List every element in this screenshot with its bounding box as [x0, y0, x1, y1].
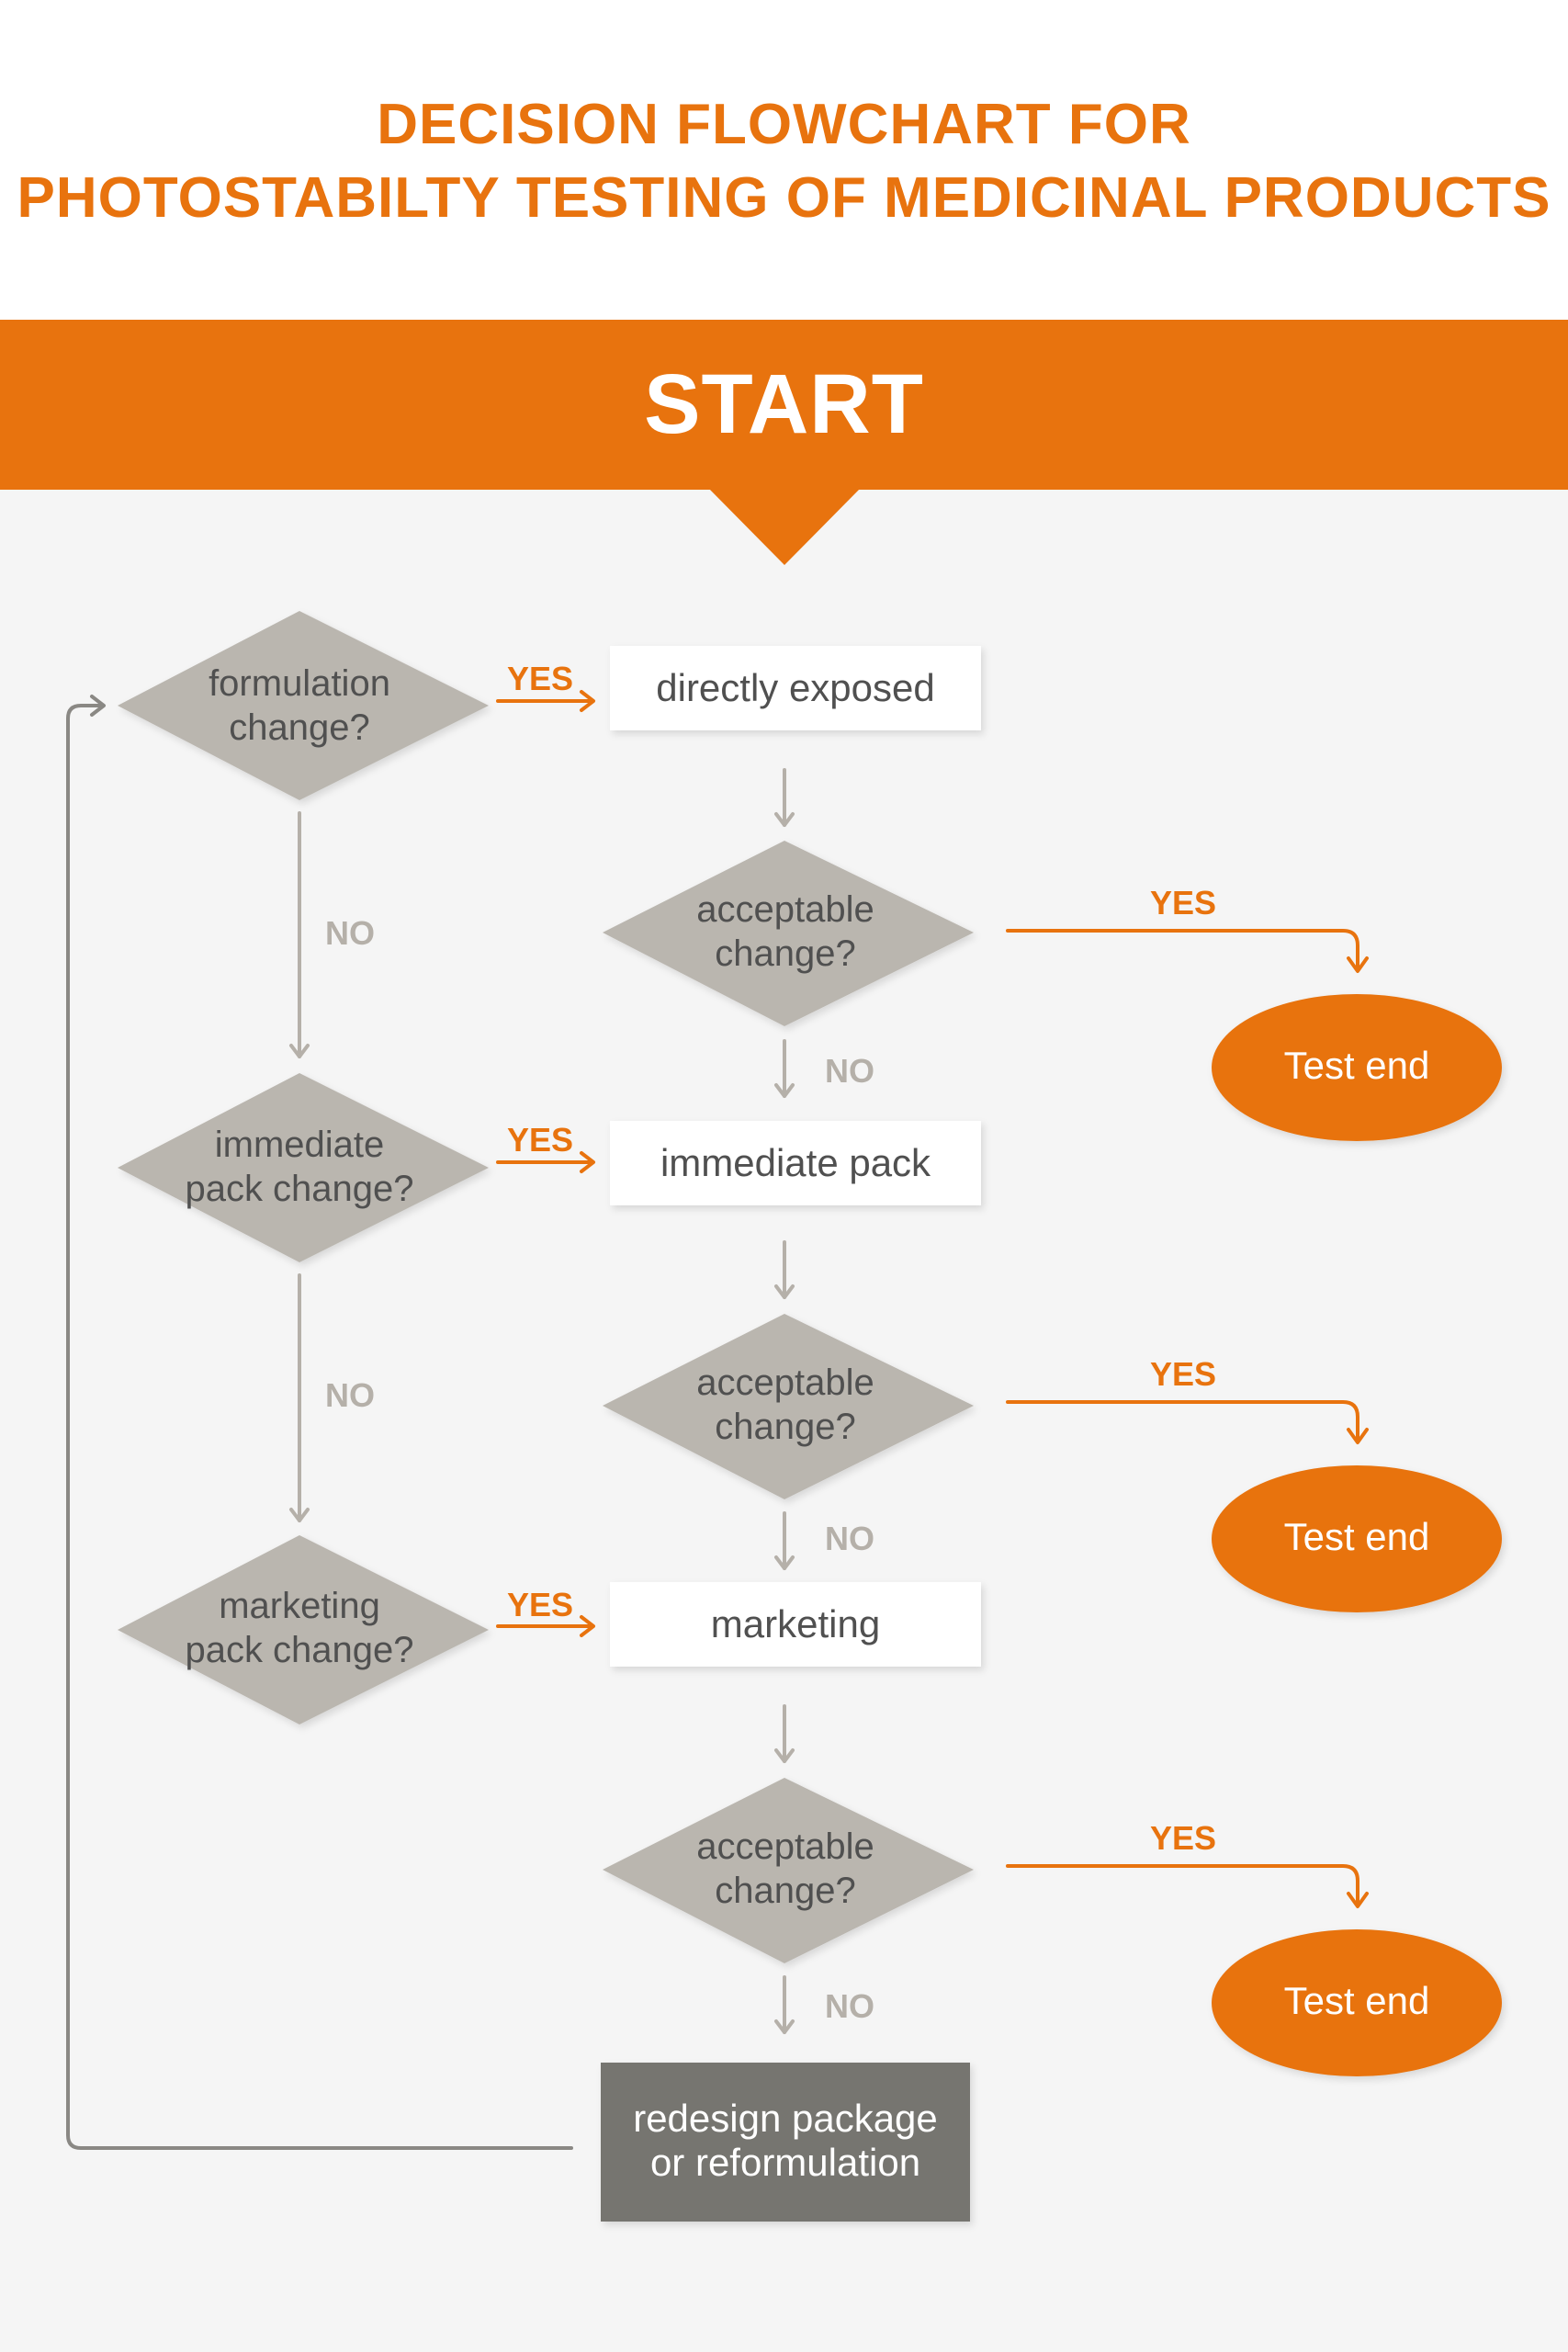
- yes-label-acceptable-2: YES: [1150, 1355, 1217, 1393]
- arrowhead-connector-3: [774, 1748, 795, 1763]
- box-directly-exposed: [610, 646, 981, 730]
- title-line-2: PHOTOSTABILTY TESTING OF MEDICINAL PRODU…: [17, 166, 1551, 230]
- diamond-acceptable-change-3: [603, 1778, 974, 1963]
- label-immediate-line-2: pack change?: [185, 1169, 414, 1209]
- no-label-formulation: NO: [325, 914, 375, 952]
- label-acceptable-change-3: acceptable change?: [652, 1825, 919, 1913]
- label-acceptable-1-line-1: acceptable: [696, 889, 874, 930]
- arrowhead-yes-formulation: [580, 690, 595, 712]
- label-marketing: marketing: [710, 1602, 881, 1645]
- box-redesign: [601, 2063, 970, 2222]
- yes-label-formulation: YES: [507, 660, 574, 697]
- yes-label-acceptable-1: YES: [1150, 884, 1217, 922]
- arrow-yes-acceptable-1: [1006, 929, 1359, 971]
- label-directly-exposed: directly exposed: [656, 666, 935, 709]
- yes-label-acceptable-3: YES: [1150, 1819, 1217, 1857]
- start-pointer: [707, 487, 862, 565]
- arrowhead-yes-marketing: [580, 1615, 595, 1637]
- label-acceptable-change-1: acceptable change?: [652, 888, 919, 976]
- label-acceptable-3-line-1: acceptable: [696, 1826, 874, 1867]
- label-acceptable-3-line-2: change?: [715, 1871, 856, 1911]
- arrowhead-no-acceptable-1: [774, 1083, 795, 1098]
- arrow-yes-acceptable-2: [1006, 1400, 1359, 1442]
- label-redesign-line-1: redesign package: [633, 2097, 938, 2140]
- label-marketing-pack-change: marketing pack change?: [165, 1584, 434, 1672]
- arrowhead-connector-2: [774, 1284, 795, 1299]
- ellipse-test-end-3: [1212, 1929, 1502, 2076]
- box-marketing: [610, 1582, 981, 1667]
- label-redesign: redesign package or reformulation: [601, 2097, 970, 2185]
- arrowhead-yes-acceptable-2: [1347, 1428, 1369, 1444]
- diamond-formulation-change: [118, 611, 489, 800]
- label-redesign-line-2: or reformulation: [649, 2141, 921, 2184]
- label-marketing-line-1: marketing: [219, 1586, 380, 1626]
- start-band: START: [0, 320, 1568, 490]
- arrowhead-yes-acceptable-1: [1347, 956, 1369, 973]
- label-formulation-line-2: change?: [229, 707, 370, 748]
- diamond-marketing-pack-change: [118, 1535, 489, 1724]
- arrowhead-connector-1: [774, 812, 795, 827]
- label-acceptable-1-line-2: change?: [715, 933, 856, 974]
- header: [0, 0, 1568, 320]
- ellipse-test-end-2: [1212, 1465, 1502, 1612]
- no-label-acceptable-3: NO: [825, 1987, 874, 2025]
- no-label-acceptable-1: NO: [825, 1052, 874, 1090]
- label-marketing-line-2: pack change?: [185, 1630, 414, 1670]
- yes-label-marketing: YES: [507, 1586, 574, 1623]
- diamond-acceptable-change-1: [603, 841, 974, 1026]
- label-immediate-pack: immediate pack: [660, 1141, 931, 1184]
- label-acceptable-2-line-2: change?: [715, 1407, 856, 1447]
- title-line-1: DECISION FLOWCHART FOR: [377, 93, 1191, 156]
- arrowhead-no-formulation: [289, 1044, 310, 1058]
- arrowhead-yes-acceptable-3: [1347, 1892, 1369, 1908]
- arrowhead-no-immediate: [289, 1508, 310, 1522]
- loop-back-arrowhead: [90, 695, 106, 717]
- diamond-immediate-pack-change: [118, 1073, 489, 1262]
- label-test-end-1: Test end: [1283, 1044, 1430, 1087]
- arrowhead-yes-immediate: [580, 1151, 595, 1173]
- label-immediate-line-1: immediate: [214, 1125, 385, 1165]
- label-test-end-2: Test end: [1283, 1515, 1430, 1558]
- arrowhead-no-acceptable-3: [774, 2019, 795, 2034]
- no-label-acceptable-2: NO: [825, 1520, 874, 1557]
- yes-label-immediate: YES: [507, 1121, 574, 1159]
- label-test-end-3: Test end: [1283, 1979, 1430, 2022]
- label-formulation-change: formulation change?: [165, 662, 434, 750]
- label-acceptable-2-line-1: acceptable: [696, 1363, 874, 1403]
- label-immediate-pack-change: immediate pack change?: [165, 1123, 434, 1211]
- label-formulation-line-1: formulation: [209, 663, 390, 704]
- label-acceptable-change-2: acceptable change?: [652, 1361, 919, 1449]
- loop-back-line: [66, 704, 573, 2150]
- arrowhead-no-acceptable-2: [774, 1555, 795, 1570]
- box-immediate-pack: [610, 1121, 981, 1205]
- start-label: START: [644, 357, 924, 451]
- arrow-yes-acceptable-3: [1006, 1864, 1359, 1906]
- diamond-acceptable-change-2: [603, 1314, 974, 1499]
- no-label-immediate: NO: [325, 1376, 375, 1414]
- ellipse-test-end-1: [1212, 994, 1502, 1141]
